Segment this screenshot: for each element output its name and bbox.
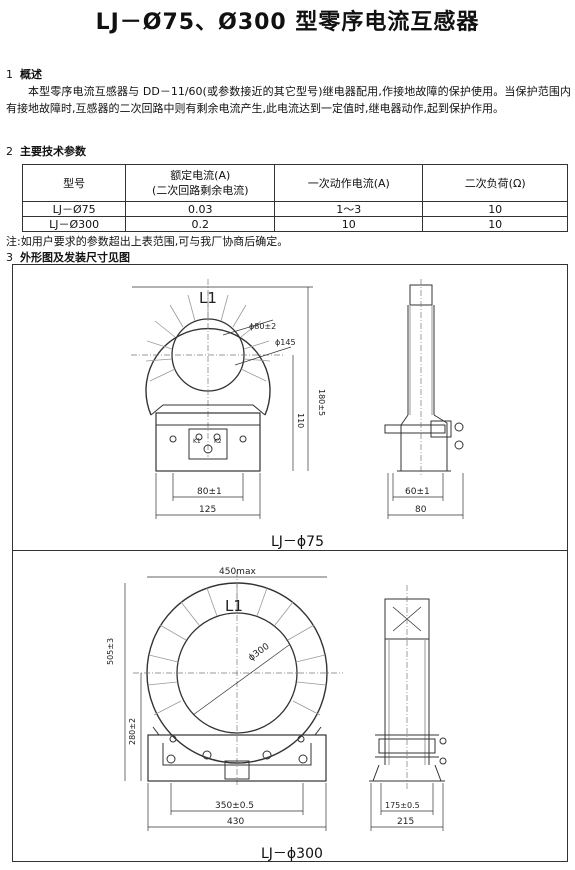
header-load: 二次负荷(Ω) [422,164,568,202]
fig2-dim-center: 280±2 [128,718,137,745]
cell-operating: 1～3 [274,201,424,217]
fig2-dim-base-width: 430 [227,817,244,827]
fig1-dim-side-width: 80 [415,505,427,515]
cell-model: LJ－Ø300 [21,216,127,232]
cell-operating: 10 [274,216,424,232]
fig2-dim-height: 505±3 [106,638,115,665]
overview-text: 本型零序电流互感器与 DD－11/60(或参数接近的其它型号)继电器配用,作接地… [6,85,571,115]
technical-drawings: L1 ϕ80±2 ϕ145 180±5 110 K1 K2 80±1 125 6… [106,279,464,831]
fig2-label-l1: L1 [225,597,243,615]
overview-paragraph: 本型零序电流互感器与 DD－11/60(或参数接近的其它型号)继电器配用,作接地… [6,84,571,117]
page-title: LJ－Ø75、Ø300 型零序电流互感器 [95,10,480,35]
section-title: 外形图及发装尺寸见图 [20,251,130,264]
cell-rated: 0.2 [125,216,276,232]
fig1-dim-center: 110 [296,413,305,428]
fig1-caption: LJ－ϕ75 [271,534,324,550]
header-model: 型号 [21,164,127,202]
header-rated-current-line2: (二次回路剩余电流) [151,184,249,197]
header-rated-current: 额定电流(A) (二次回路剩余电流) [125,164,276,202]
fig1-dim-inner: ϕ80±2 [249,322,276,331]
fig1-dim-height: 180±5 [317,389,326,416]
fig1-side-view [384,279,464,519]
fig1-dim-outer: ϕ145 [275,338,296,347]
fig2-side-view [369,585,447,831]
fig2-dim-side-width: 215 [397,817,414,827]
section-number: 3 [6,251,13,264]
fig2-dim-base-hole: 350±0.5 [215,801,254,811]
fig1-dim-side-hole: 60±1 [405,487,430,497]
fig1-terminal-k2: K2 [214,438,222,445]
section-number: 1 [6,68,13,81]
fig2-dim-max-width: 450max [219,567,256,577]
fig2-dim-side-hole: 175±0.5 [385,801,420,810]
cell-rated: 0.03 [125,201,276,217]
header-rated-current-line1: 额定电流(A) [170,169,231,182]
cell-load: 10 [422,216,568,232]
section-specs-heading: 2 主要技术参数 [6,143,86,159]
table-row: LJ－Ø75 0.03 1～3 10 [21,201,568,217]
section-number: 2 [6,145,13,158]
cell-model: LJ－Ø75 [21,201,127,217]
header-operating-current: 一次动作电流(A) [274,164,424,202]
table-row: LJ－Ø300 0.2 10 10 [21,216,568,232]
section-title: 概述 [20,68,42,81]
fig2-caption: LJ－ϕ300 [261,846,323,862]
fig1-terminal-k1: K1 [193,438,201,445]
fig1-dim-base-width: 125 [199,505,216,515]
cell-load: 10 [422,201,568,217]
section-title: 主要技术参数 [20,145,86,158]
section-overview-heading: 1 概述 [6,66,42,82]
table-note: 注:如用户要求的参数超出上表范围,可与我厂协商后确定。 [6,235,289,248]
drawing-frame: L1 ϕ80±2 ϕ145 180±5 110 K1 K2 80±1 125 6… [12,264,568,862]
fig2-front-view [124,571,343,831]
fig1-label-l1: L1 [199,289,217,307]
table-header-row: 型号 额定电流(A) (二次回路剩余电流) 一次动作电流(A) 二次负荷(Ω) [21,164,568,202]
figure-divider [13,550,567,551]
spec-table: 型号 额定电流(A) (二次回路剩余电流) 一次动作电流(A) 二次负荷(Ω) … [21,164,568,232]
fig1-dim-base-hole: 80±1 [197,487,222,497]
section-drawings-heading: 3 外形图及发装尺寸见图 [6,249,130,265]
fig1-front-view [131,279,313,519]
